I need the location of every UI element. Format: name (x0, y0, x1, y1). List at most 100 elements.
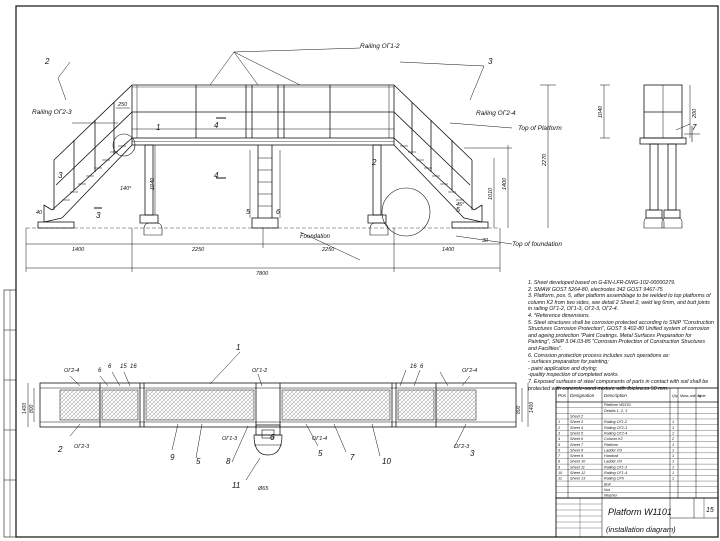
spec-cell: Bolt (604, 482, 611, 486)
spec-cell: 10 (558, 471, 563, 475)
note-line: -quality inspection of completed works. (528, 372, 619, 379)
spec-cell: 1 (672, 448, 674, 452)
spec-cell: 1 (672, 471, 674, 475)
general-notes: 1. Sheet developed based on G-EN-LFR-DWG… (528, 280, 714, 392)
callout-1: 1 (156, 123, 160, 132)
center-ladder (249, 145, 281, 229)
callout-2-left: 2 (44, 57, 50, 66)
dim-40: 40 (36, 210, 43, 216)
spec-cell: Details 1, 2, 3 (604, 409, 628, 413)
plan-label-og23-right: ОГ2-3 (454, 444, 470, 450)
spec-cell: 5 (558, 443, 561, 447)
plan-callout-3: 3 (470, 449, 475, 458)
drawing-subtitle: (installation diagram) (606, 525, 676, 534)
plan-callout-6: 6 (270, 433, 275, 442)
spec-header-cell: Qty (672, 394, 678, 398)
plan-label-og23-left: ОГ2-3 (74, 444, 90, 450)
spec-cell: 1 (672, 443, 674, 447)
spec-cell: 1 (672, 477, 674, 481)
dim-1400-vert: 1400 (502, 177, 508, 190)
note-line: 5. Steel structures shall be corrosion p… (528, 319, 714, 352)
columns (139, 144, 389, 236)
spec-cell: 8 (558, 460, 561, 464)
spec-header-cell: Designation (570, 393, 595, 398)
spec-header-cell: Pos (558, 393, 567, 398)
dim-1400-left: 1400 (72, 247, 85, 253)
spec-table (555, 387, 719, 499)
plan-callout-15: 15 (120, 364, 127, 370)
plan-label-og24-right: ОГ2-4 (462, 368, 477, 374)
dim-1400-right: 1400 (442, 247, 455, 253)
plan-callout-16b: 16 (410, 364, 417, 370)
callout-5: 5 (456, 207, 460, 214)
spec-cell: 11 (558, 477, 562, 481)
side-view-text: 7 1040 200 (598, 105, 698, 132)
sheet-number: 15 (706, 507, 714, 514)
spec-cell: Ladder ЛЗ (604, 460, 622, 464)
plan-callout-8: 8 (226, 457, 231, 466)
front-view (25, 47, 556, 272)
title-block (555, 497, 719, 538)
spec-header-cell: Mass unit, kg (680, 394, 701, 398)
spec-cell: 6 (558, 448, 561, 452)
dim-2270: 2270 (542, 153, 548, 167)
railing-right-label: Railing ОГ2-4 (476, 110, 516, 117)
spec-cell: 1 (672, 465, 674, 469)
dim-1040: 1040 (150, 177, 156, 190)
plan-dim-1400-left: 1400 (22, 403, 28, 414)
plan-label-og24-left: ОГ2-4 (64, 368, 79, 374)
spec-cell: 4 (558, 437, 560, 441)
spec-cell: 1 (672, 460, 674, 464)
plan-callout-5b: 5 (318, 449, 323, 458)
plan-callout-10: 10 (382, 457, 391, 466)
dim-2250-right: 2250 (321, 247, 335, 253)
note-line: - paint application and drying; (528, 365, 598, 372)
plan-label-og12: ОГ1-2 (252, 368, 267, 374)
spec-cell: Sheet 3 (570, 420, 584, 424)
spec-cell: 2 (557, 426, 561, 430)
spec-cell: 3 (558, 431, 561, 435)
spec-cell: Railing ОГ2-3 (604, 426, 628, 430)
spec-cell: Sheet 10 (570, 460, 586, 464)
spec-cell: Sheet 2 (570, 415, 584, 419)
spec-cell: Washer (604, 494, 618, 498)
spec-cell: Railing ОГ1-4 (604, 471, 627, 475)
plan-callout-16a: 16 (130, 364, 137, 370)
spec-cell: Railing ОГ1-3 (604, 465, 628, 469)
dim-2250-left: 2250 (191, 247, 205, 253)
spec-cell: Ladder ЛЗ (604, 448, 622, 452)
plan-callout-1: 1 (236, 343, 240, 352)
foundation-pads (26, 221, 500, 229)
spec-cell: 1 (672, 420, 674, 424)
spec-cell: 1 (672, 431, 674, 435)
dim-250: 250 (117, 102, 128, 108)
note-line: 2. SMAW GOST 5264-80, electrodes 342 GOS… (528, 286, 663, 293)
spec-cell: 2 (671, 437, 675, 441)
spec-cell: Sheet 11 (570, 465, 585, 469)
title-block-text: Platform W1101 (installation diagram) 15 (606, 507, 714, 534)
spec-cell: 1 (558, 420, 560, 424)
sheet-frame (3, 5, 719, 538)
note-line: 3. Platform, pos. 5, after platform asse… (528, 293, 711, 313)
plan-dim-800-left: 800 (29, 404, 35, 413)
plan-callout-6b: 6 (108, 364, 112, 370)
spec-cell: Platform W1101 (604, 403, 631, 407)
spec-cell: Sheet 8 (570, 448, 584, 452)
spec-cell: Sheet 7 (570, 443, 584, 447)
callout-4-lower: 4 (214, 171, 219, 180)
spec-cell: Platform (604, 443, 618, 447)
spec-cell: Column K2 (604, 437, 624, 441)
spec-cell: Sheet 12 (570, 471, 586, 475)
spec-cell: Sheet 4 (570, 426, 583, 430)
spec-cell: 9 (558, 465, 561, 469)
railing-top-label: Railing ОГ1-2 (360, 43, 400, 50)
plan-callout-6c: 6 (98, 368, 102, 374)
note-line: 1. Sheet developed based on G-EN-LFR-DWG… (528, 280, 676, 286)
side-dim-200: 200 (692, 108, 698, 119)
plan-callout-7: 7 (350, 453, 355, 462)
plan-view (27, 351, 529, 481)
spec-cell: 1 (672, 426, 674, 430)
spec-cell: Handrail (604, 454, 618, 458)
front-dimensions (25, 84, 556, 272)
